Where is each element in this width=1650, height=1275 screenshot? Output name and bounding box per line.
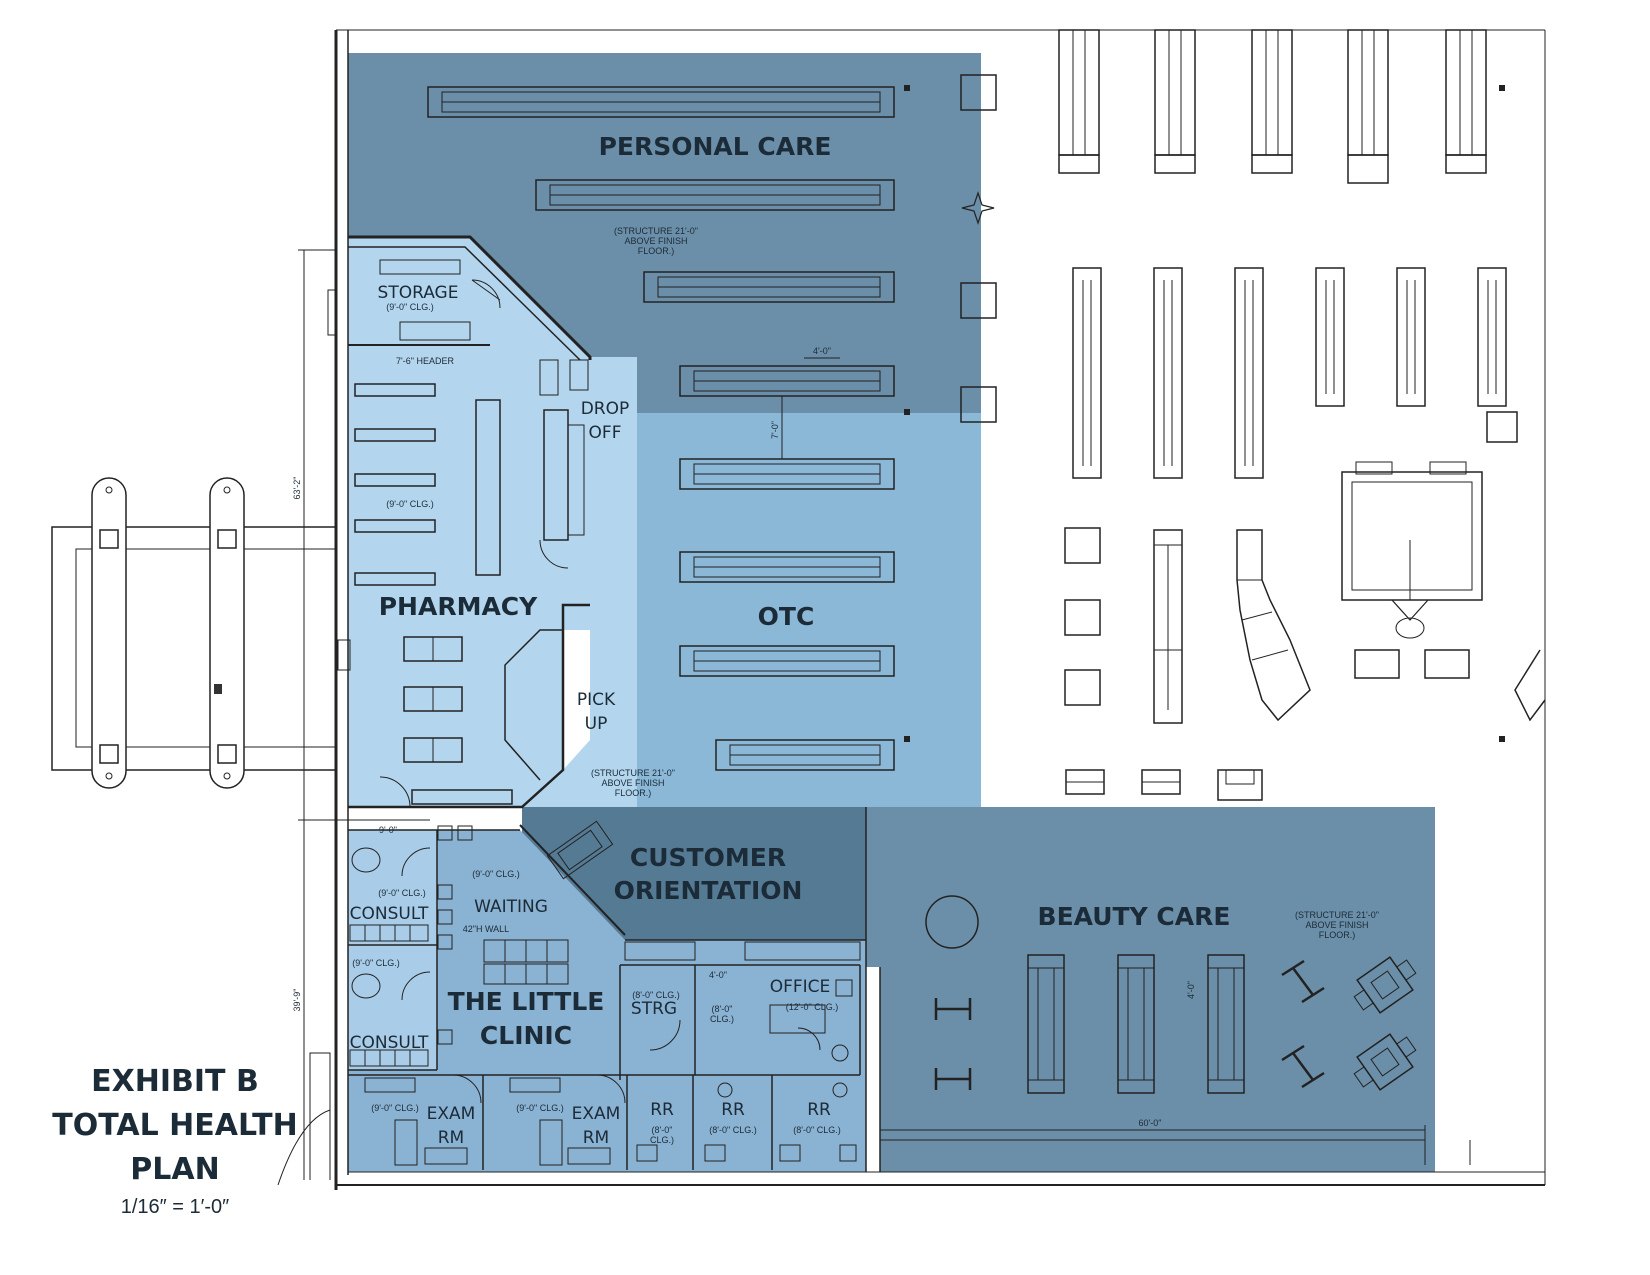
label-consult-bottom: CONSULT (350, 1033, 429, 1053)
label-rr-2: RR (721, 1100, 745, 1120)
label-exam-2b: RM (583, 1128, 609, 1148)
label-customer-orientation-2: ORIENTATION (614, 876, 803, 905)
note-pharmacy-clg: (9'-0" CLG.) (386, 499, 433, 509)
note-office-12ft: (12'-0" CLG.) (786, 1002, 838, 1012)
note-structure-pc-3: FLOOR.) (638, 246, 675, 256)
pharmacy-fixtures (327, 235, 592, 809)
label-exam-2a: EXAM (572, 1104, 621, 1124)
note-rr3-clg: (8'-0" CLG.) (793, 1125, 840, 1135)
note-office-8ft-1: (8'-0" (712, 1004, 733, 1014)
note-structure-otc-1: (STRUCTURE 21'-0" (591, 768, 675, 778)
note-structure-bc-3: FLOOR.) (1319, 930, 1356, 940)
label-consult-top: CONSULT (350, 904, 429, 924)
dim-4ft-clinic: 4'-0" (709, 970, 727, 980)
label-pharmacy: PHARMACY (379, 592, 538, 621)
exhibit-subtitle: TOTAL HEALTH (52, 1108, 298, 1143)
note-rr1-clg-2: CLG.) (650, 1135, 674, 1145)
clinic-walls (348, 807, 881, 1172)
exhibit-title-block: EXHIBIT B TOTAL HEALTH PLAN 1/16″ = 1′-0… (20, 1060, 330, 1219)
label-strg: STRG (631, 999, 677, 1019)
dim-4ft-otc: 4'-0" (813, 346, 831, 356)
label-exam-1a: EXAM (427, 1104, 476, 1124)
note-storage-clg: (9'-0" CLG.) (386, 302, 433, 312)
label-little-clinic-2: CLINIC (480, 1021, 572, 1050)
note-rr1-clg-1: (8'-0" (652, 1125, 673, 1135)
dimension-lines (277, 249, 430, 1186)
note-consult-bottom-clg: (9'-0" CLG.) (352, 958, 399, 968)
note-strg-clg: (8'-0" CLG.) (632, 990, 679, 1000)
zone-little-clinic (348, 830, 866, 1172)
zone-drop-pickup (522, 357, 637, 807)
exhibit-title: EXHIBIT B (91, 1064, 259, 1099)
label-customer-orientation-1: CUSTOMER (630, 843, 786, 872)
note-exam2-clg: (9'-0" CLG.) (516, 1103, 563, 1113)
label-rr-3: RR (807, 1100, 831, 1120)
beauty-care-fixtures (880, 895, 1471, 1165)
exhibit-plan: PLAN (130, 1152, 220, 1187)
note-header: 7'-6" HEADER (396, 356, 454, 366)
dim-39ft: 39'-9" (292, 989, 302, 1012)
label-beauty-care: BEAUTY CARE (1038, 902, 1231, 931)
note-42-wall: 42"H WALL (463, 924, 509, 934)
note-waiting-clg: (9'-0" CLG.) (472, 869, 519, 879)
dim-9ft: 9'-0" (379, 825, 397, 835)
label-otc: OTC (758, 602, 815, 631)
dim-60ft: 60'-0" (1139, 1118, 1162, 1128)
zone-beauty-care (866, 807, 1435, 1172)
label-drop-off-1: DROP (581, 399, 630, 419)
note-exam1-clg: (9'-0" CLG.) (371, 1103, 418, 1113)
note-structure-otc-2: ABOVE FINISH (601, 778, 664, 788)
note-structure-bc-2: ABOVE FINISH (1305, 920, 1368, 930)
note-structure-bc-1: (STRUCTURE 21'-0" (1295, 910, 1379, 920)
otc-gondolas (679, 357, 910, 771)
label-exam-1b: RM (438, 1128, 464, 1148)
loading-dock (51, 477, 337, 789)
label-storage: STORAGE (378, 283, 459, 303)
label-pick-up-1: PICK (577, 690, 616, 710)
note-structure-otc-3: FLOOR.) (615, 788, 652, 798)
personal-care-gondolas (427, 74, 997, 423)
label-personal-care: PERSONAL CARE (599, 132, 832, 161)
label-waiting: WAITING (474, 897, 548, 917)
note-office-8ft-2: CLG.) (710, 1014, 734, 1024)
dim-7ft: 7'-0" (770, 421, 780, 439)
label-drop-off-2: OFF (589, 423, 622, 443)
zone-pharmacy (348, 237, 590, 807)
label-office: OFFICE (770, 977, 831, 997)
dim-4ft-beauty: 4'-0" (1186, 981, 1196, 999)
label-little-clinic-1: THE LITTLE (448, 987, 605, 1016)
note-rr2-clg: (8'-0" CLG.) (709, 1125, 756, 1135)
building-walls (334, 29, 1546, 1190)
label-pick-up-2: UP (585, 714, 608, 734)
exhibit-scale: 1/16″ = 1′-0″ (120, 1196, 230, 1218)
note-structure-pc-1: (STRUCTURE 21'-0" (614, 226, 698, 236)
zone-consult (348, 830, 437, 1070)
label-rr-1: RR (650, 1100, 674, 1120)
dim-63ft: 63'-2" (292, 477, 302, 500)
note-structure-pc-2: ABOVE FINISH (624, 236, 687, 246)
note-consult-top-clg: (9'-0" CLG.) (378, 888, 425, 898)
sales-floor-fixtures (1058, 29, 1546, 801)
